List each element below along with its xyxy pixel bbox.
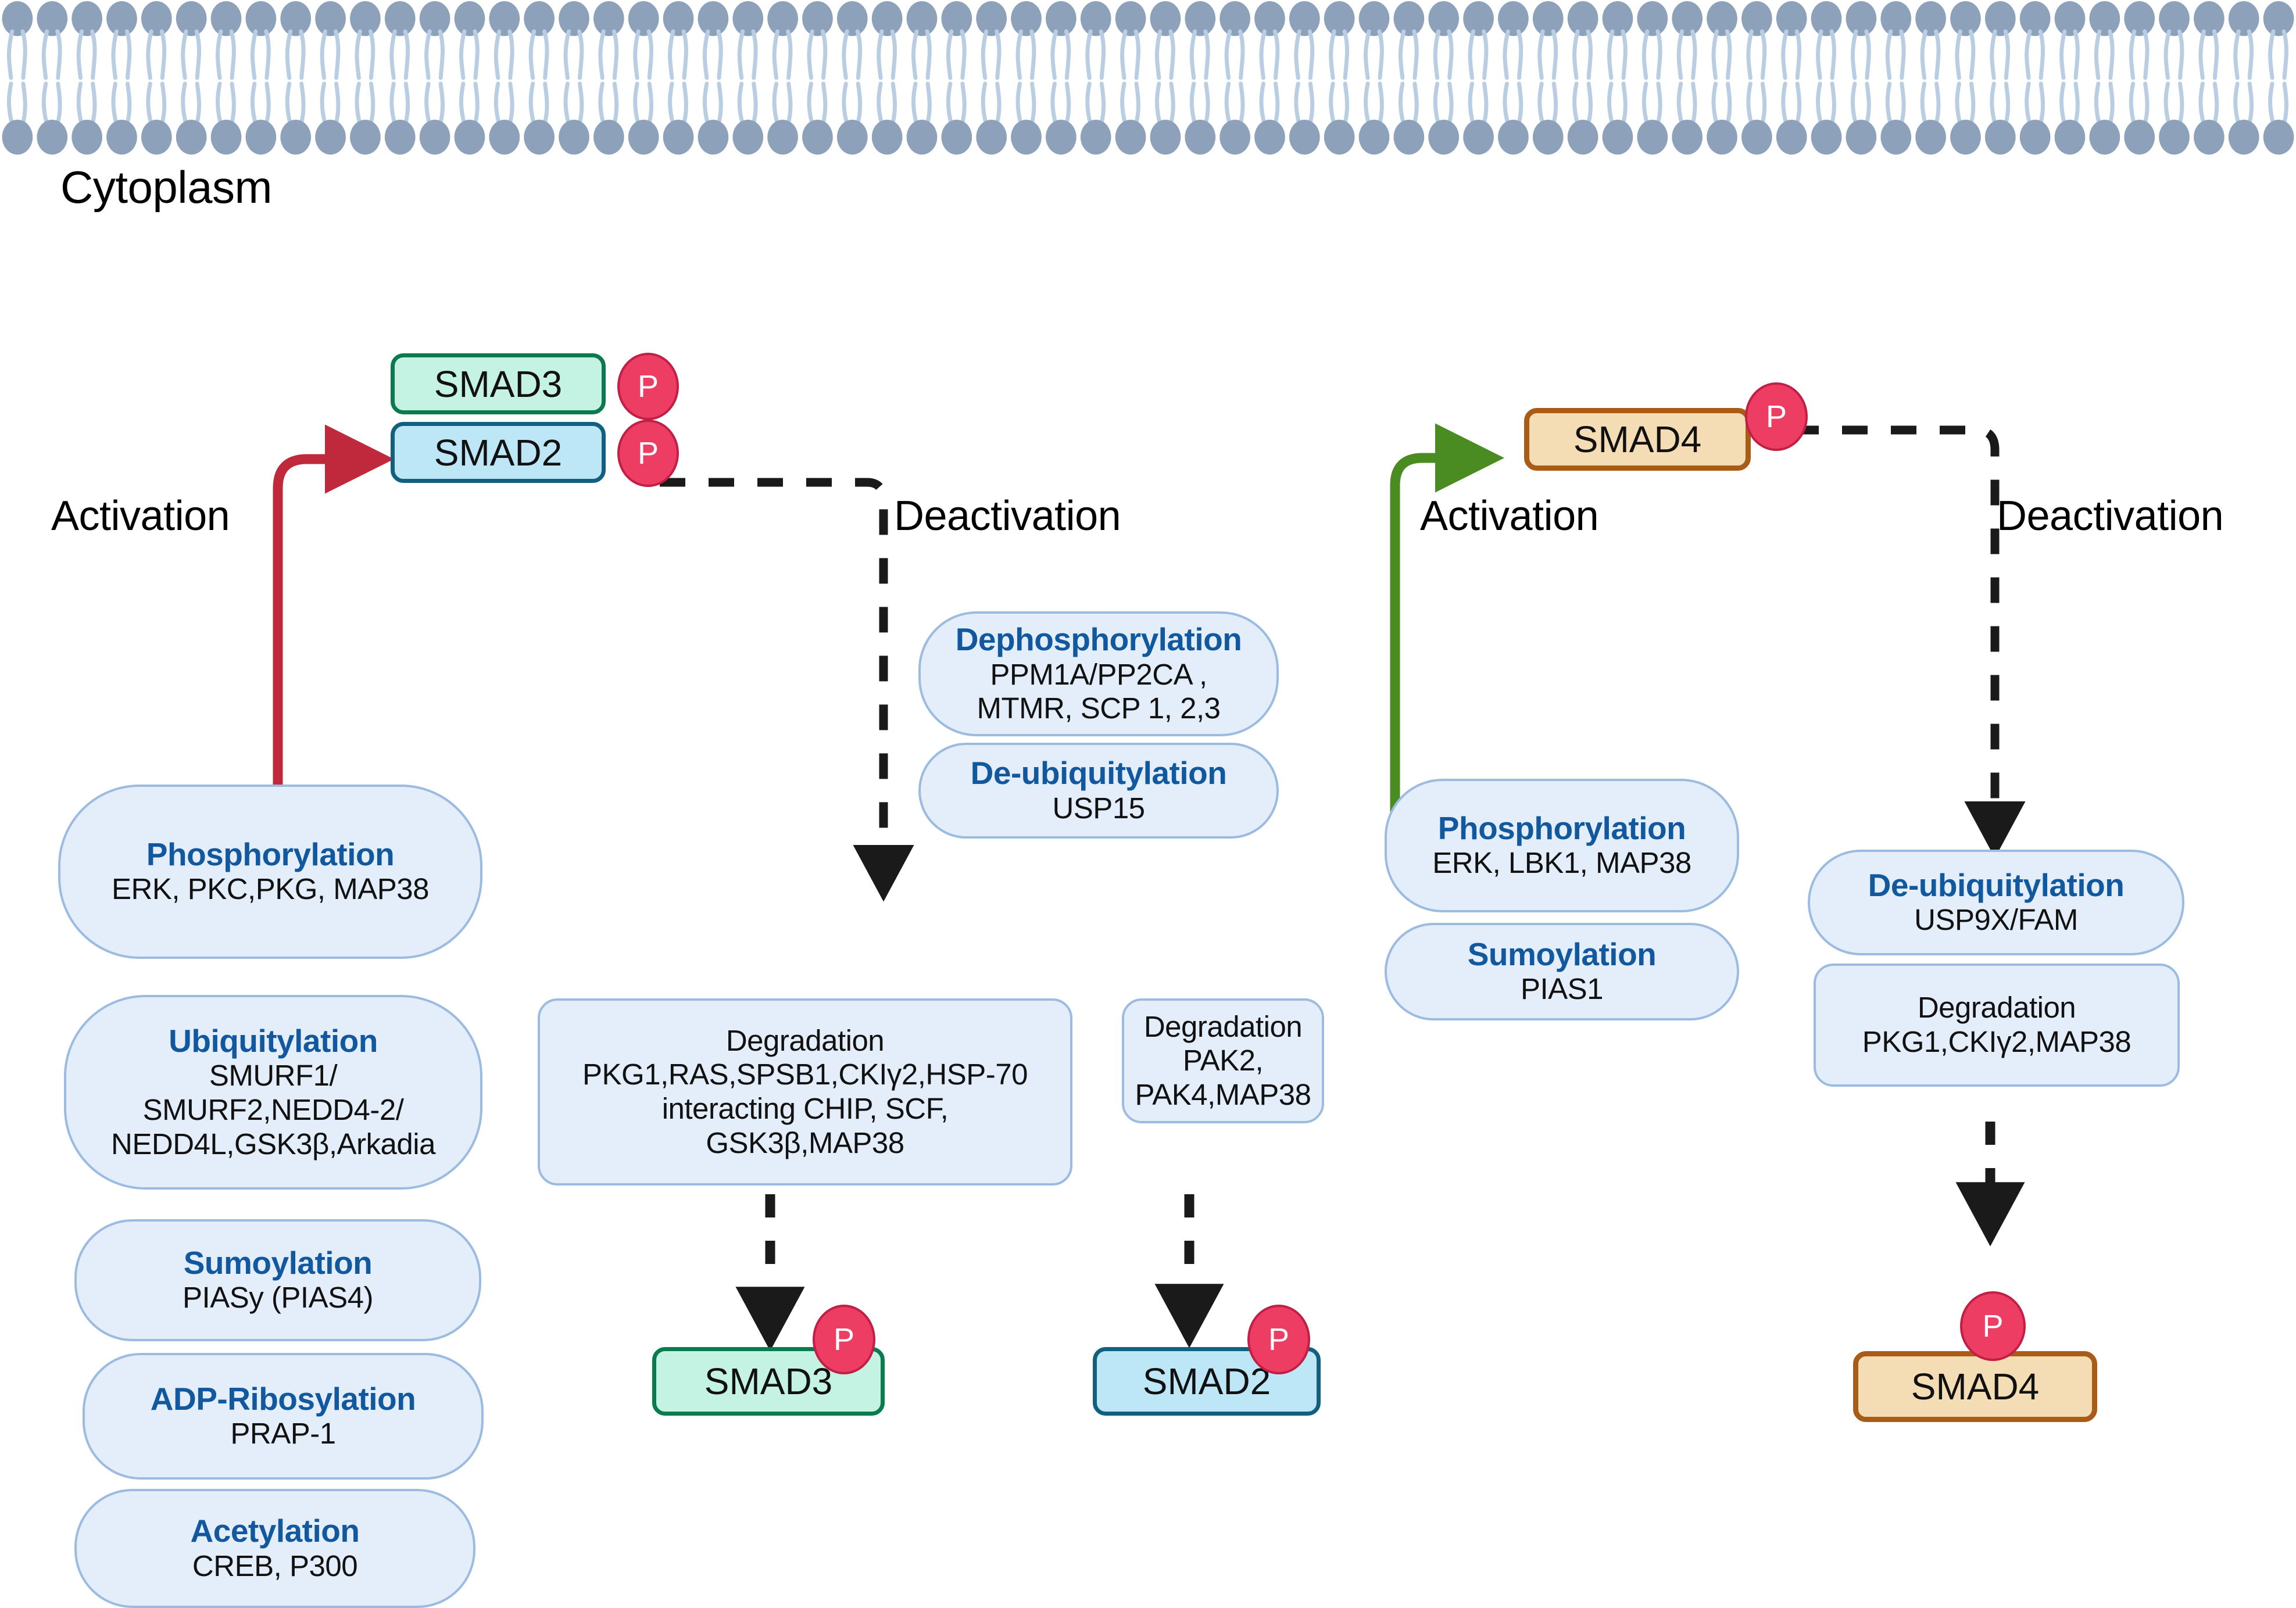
pill-sumoylation-right[interactable]: Sumoylation PIAS1 [1385, 923, 1739, 1020]
pill-adp-ribosylation-left[interactable]: ADP-Ribosylation PRAP-1 [83, 1353, 484, 1480]
activation-label-left: Activation [51, 493, 230, 539]
pill-adp-ribosylation-left-sub: PRAP-1 [230, 1417, 336, 1451]
pill-sumoylation-right-sub: PIAS1 [1520, 972, 1604, 1006]
smad2-bottom-label: SMAD2 [1142, 1360, 1271, 1402]
smad2-top-label: SMAD2 [434, 431, 563, 474]
pill-de-ubiquitylation-left-title: De-ubiquitylation [970, 755, 1227, 792]
pill-dephosphorylation-sub: PPM1A/PP2CA , MTMR, SCP 1, 2,3 [977, 657, 1221, 725]
smad4-bottom-label: SMAD4 [1911, 1366, 2040, 1408]
pill-acetylation-left-title: Acetylation [190, 1513, 360, 1549]
activation-arrow-left [273, 424, 394, 811]
pill-sumoylation-left-title: Sumoylation [183, 1244, 373, 1281]
smad4-protein-bottom[interactable]: SMAD4 [1853, 1351, 2097, 1422]
phospho-badge-smad4-top: P [1745, 382, 1808, 451]
phospho-badge-smad4-bottom: P [1960, 1291, 2026, 1361]
pill-degradation-smad4-sub: PKG1,CKIγ2,MAP38 [1862, 1025, 2132, 1058]
pill-phosphorylation-right-title: Phosphorylation [1437, 810, 1686, 846]
pill-de-ubiquitylation-right-sub: USP9X/FAM [1914, 903, 2078, 937]
deactivation-label-right: Deactivation [1997, 493, 2224, 539]
smad3-protein-top[interactable]: SMAD3 [391, 353, 606, 414]
pill-degradation-smad3-sub: PKG1,RAS,SPSB1,CKIγ2,HSP-70 interacting … [582, 1058, 1028, 1159]
pill-de-ubiquitylation-left-sub: USP15 [1052, 791, 1145, 825]
pill-de-ubiquitylation-right-title: De-ubiquitylation [1868, 866, 2125, 903]
pill-ubiquitylation-left-title: Ubiquitylation [169, 1022, 378, 1059]
activation-label-right: Activation [1420, 493, 1599, 539]
plasma-membrane-lipid-bilayer [0, 0, 2296, 156]
smad4-top-label: SMAD4 [1573, 418, 1702, 460]
pill-degradation-smad3[interactable]: Degradation PKG1,RAS,SPSB1,CKIγ2,HSP-70 … [538, 998, 1072, 1186]
pill-degradation-smad2-sub: PAK2, PAK4,MAP38 [1135, 1044, 1311, 1111]
pill-dephosphorylation[interactable]: Dephosphorylation PPM1A/PP2CA , MTMR, SC… [918, 611, 1279, 736]
membrane-svg [2, 1, 2294, 155]
pill-acetylation-left-sub: CREB, P300 [192, 1549, 358, 1582]
pill-degradation-smad4-title: Degradation [1917, 991, 2076, 1025]
deactivation-arrow-left [660, 478, 914, 902]
pill-phosphorylation-left[interactable]: Phosphorylation ERK, PKC,PKG, MAP38 [58, 785, 482, 959]
phospho-badge-smad2-top-label: P [637, 436, 659, 471]
phospho-badge-smad3-bottom-label: P [833, 1322, 855, 1357]
pill-de-ubiquitylation-left[interactable]: De-ubiquitylation USP15 [918, 743, 1279, 839]
smad4-protein-top[interactable]: SMAD4 [1524, 408, 1751, 471]
pill-degradation-smad3-title: Degradation [725, 1023, 885, 1057]
pill-phosphorylation-left-title: Phosphorylation [146, 836, 395, 872]
phospho-badge-smad4-bottom-label: P [1982, 1309, 2004, 1344]
pill-degradation-smad2-title: Degradation [1143, 1009, 1303, 1043]
deactivation-label-left: Deactivation [894, 493, 1121, 539]
phospho-badge-smad3-top: P [617, 353, 679, 420]
phospho-badge-smad4-top-label: P [1765, 399, 1787, 434]
pill-sumoylation-left[interactable]: Sumoylation PIASy (PIAS4) [74, 1219, 481, 1341]
pill-ubiquitylation-left[interactable]: Ubiquitylation SMURF1/ SMURF2,NEDD4-2/ N… [64, 995, 482, 1190]
phospho-badge-smad2-top: P [617, 420, 679, 487]
phospho-badge-smad2-bottom: P [1247, 1305, 1310, 1374]
pill-degradation-smad2[interactable]: Degradation PAK2, PAK4,MAP38 [1122, 998, 1324, 1123]
phospho-badge-smad3-top-label: P [637, 369, 659, 404]
pill-ubiquitylation-left-sub: SMURF1/ SMURF2,NEDD4-2/ NEDD4L,GSK3β,Ark… [111, 1059, 435, 1161]
pill-dephosphorylation-title: Dephosphorylation [955, 621, 1242, 658]
pill-sumoylation-left-sub: PIASy (PIAS4) [183, 1281, 373, 1315]
smad3-bottom-label: SMAD3 [704, 1360, 833, 1402]
pill-phosphorylation-right-sub: ERK, LBK1, MAP38 [1432, 846, 1691, 880]
smad3-top-label: SMAD3 [434, 363, 563, 405]
deactivation-arrow-right [1793, 425, 2026, 858]
pill-phosphorylation-right[interactable]: Phosphorylation ERK, LBK1, MAP38 [1385, 779, 1739, 912]
smad2-protein-top[interactable]: SMAD2 [391, 422, 606, 483]
pill-adp-ribosylation-left-title: ADP-Ribosylation [150, 1380, 416, 1417]
cytoplasm-label: Cytoplasm [60, 162, 272, 213]
pill-de-ubiquitylation-right[interactable]: De-ubiquitylation USP9X/FAM [1808, 850, 2184, 955]
phospho-badge-smad3-bottom: P [813, 1305, 875, 1374]
pill-phosphorylation-left-sub: ERK, PKC,PKG, MAP38 [111, 872, 430, 906]
pill-degradation-smad4[interactable]: Degradation PKG1,CKIγ2,MAP38 [1814, 964, 2180, 1087]
smad3-protein-bottom[interactable]: SMAD3 [652, 1347, 885, 1416]
pill-acetylation-left[interactable]: Acetylation CREB, P300 [74, 1489, 475, 1608]
phospho-badge-smad2-bottom-label: P [1268, 1322, 1290, 1357]
pill-sumoylation-right-title: Sumoylation [1467, 936, 1657, 972]
